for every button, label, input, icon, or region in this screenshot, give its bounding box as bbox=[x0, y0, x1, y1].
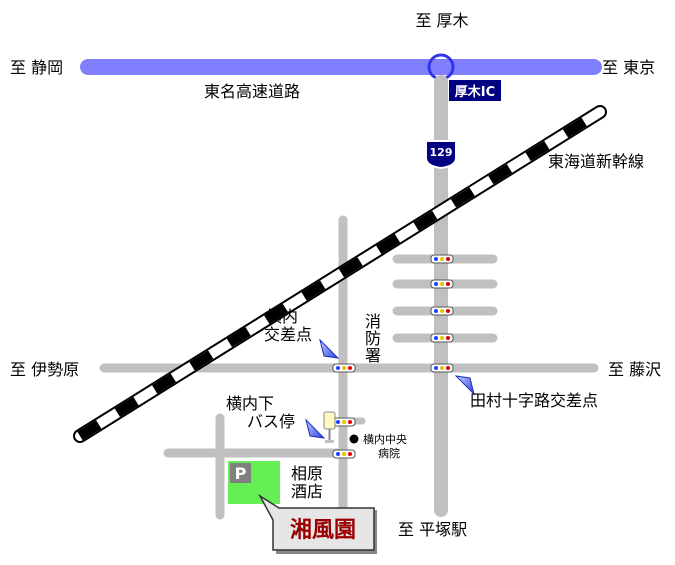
shinkansen-railway bbox=[73, 105, 607, 443]
bus-stop-icon bbox=[323, 411, 336, 443]
route-129-badge: 129 bbox=[425, 140, 457, 170]
label-to-atsugi: 至 厚木 bbox=[415, 11, 468, 30]
label-expressway: 東名高速道路 bbox=[204, 82, 300, 101]
label-bus-stop-2: バス停 bbox=[247, 412, 295, 431]
label-to-hiratsuka: 至 平塚駅 bbox=[398, 520, 467, 539]
label-sake-shop-1: 相原 bbox=[291, 464, 323, 483]
traffic-light-icon bbox=[332, 363, 356, 373]
parking-label: P bbox=[235, 464, 247, 483]
label-fire-3: 署 bbox=[365, 346, 381, 365]
traffic-light-icon bbox=[430, 363, 454, 373]
pointer-arrow-icon bbox=[454, 375, 475, 396]
traffic-light-icon bbox=[332, 449, 356, 459]
atsugi-ic-badge bbox=[449, 80, 501, 101]
label-hospital-2: 病院 bbox=[378, 446, 400, 460]
label-yokouchi-1: 横内 bbox=[266, 307, 298, 326]
label-hospital-1: 横内中央 bbox=[363, 432, 407, 446]
traffic-light-icon bbox=[430, 306, 454, 316]
label-fire-1: 消 bbox=[365, 312, 381, 331]
route-number: 129 bbox=[430, 146, 453, 159]
label-to-fujisawa: 至 藤沢 bbox=[608, 360, 661, 379]
traffic-light-icon bbox=[430, 279, 454, 289]
traffic-light-icon bbox=[430, 254, 454, 264]
hospital-dot-icon bbox=[349, 434, 359, 444]
label-to-shizuoka: 至 静岡 bbox=[10, 58, 63, 77]
label-yokouchi-2: 交差点 bbox=[264, 325, 312, 344]
atsugi-ic-label: 厚木IC bbox=[455, 84, 495, 100]
label-sake-shop-2: 酒店 bbox=[291, 482, 323, 501]
pointer-arrow-icon bbox=[319, 338, 340, 359]
destination-callout: 湘風園 bbox=[257, 493, 377, 554]
pointer-arrow-icon bbox=[305, 418, 326, 439]
label-shinkansen: 東海道新幹線 bbox=[548, 152, 644, 171]
traffic-light-icon bbox=[430, 333, 454, 343]
label-bus-stop-1: 横内下 bbox=[226, 394, 274, 413]
destination-name: 湘風園 bbox=[290, 518, 356, 543]
label-to-isehara: 至 伊勢原 bbox=[10, 360, 79, 379]
label-tamura-crossing: 田村十字路交差点 bbox=[470, 391, 598, 410]
label-to-tokyo: 至 東京 bbox=[602, 58, 655, 77]
label-fire-2: 防 bbox=[365, 329, 381, 348]
traffic-light-icon bbox=[332, 417, 356, 427]
parking-sign-icon bbox=[230, 463, 251, 483]
